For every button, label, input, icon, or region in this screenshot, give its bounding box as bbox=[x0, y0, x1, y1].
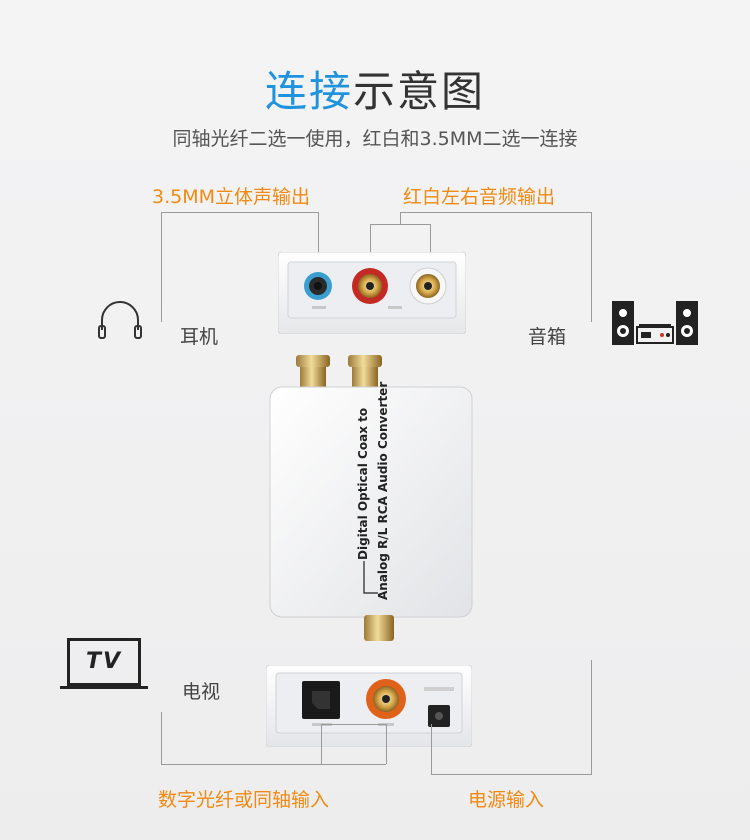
speakers-icon bbox=[612, 301, 698, 345]
line-speaker-vertical bbox=[591, 212, 592, 322]
line-power-horizontal bbox=[431, 774, 592, 775]
output-panel bbox=[278, 252, 466, 334]
label-headphones: 耳机 bbox=[180, 326, 219, 348]
line-power-vertical bbox=[431, 724, 432, 774]
line-optical bbox=[321, 724, 322, 764]
input-panel bbox=[266, 665, 472, 747]
line-headphone-horizontal bbox=[161, 212, 318, 213]
label-power-input: 电源输入 bbox=[468, 789, 545, 811]
tv-icon: TV bbox=[67, 638, 141, 686]
line-rca-center bbox=[400, 212, 401, 224]
tv-icon-text: TV bbox=[85, 649, 123, 674]
subtitle: 同轴光纤二选一使用，红白和3.5MM二选一连接 bbox=[172, 128, 578, 150]
line-35mm-jack bbox=[318, 212, 319, 274]
device-label-line2: Analog R/L RCA Audio Converter bbox=[376, 381, 390, 600]
headphones-icon bbox=[98, 301, 142, 339]
label-35mm-output: 3.5MM立体声输出 bbox=[152, 186, 311, 208]
device-label-line1: Digital Optical Coax to bbox=[356, 407, 370, 560]
line-input-bridge bbox=[321, 724, 386, 725]
line-rca-bridge bbox=[370, 224, 430, 225]
converter-box bbox=[269, 355, 473, 641]
line-rca-white bbox=[430, 224, 431, 274]
line-headphone-vertical bbox=[161, 212, 162, 322]
line-speaker-horizontal bbox=[400, 212, 592, 213]
label-tv: 电视 bbox=[182, 681, 221, 703]
line-tv-vertical bbox=[161, 712, 162, 764]
label-digital-input: 数字光纤或同轴输入 bbox=[158, 789, 330, 811]
label-rca-output: 红白左右音频输出 bbox=[403, 186, 556, 208]
title-accent: 连接 bbox=[264, 67, 353, 116]
line-input-horizontal bbox=[161, 764, 386, 765]
line-coax bbox=[386, 724, 387, 764]
label-speakers: 音箱 bbox=[528, 326, 567, 348]
page-title: 连接示意图 bbox=[0, 58, 750, 119]
line-rca-red bbox=[370, 224, 371, 274]
tv-stand bbox=[60, 686, 148, 689]
line-power-right bbox=[591, 660, 592, 775]
title-rest: 示意图 bbox=[353, 67, 486, 116]
